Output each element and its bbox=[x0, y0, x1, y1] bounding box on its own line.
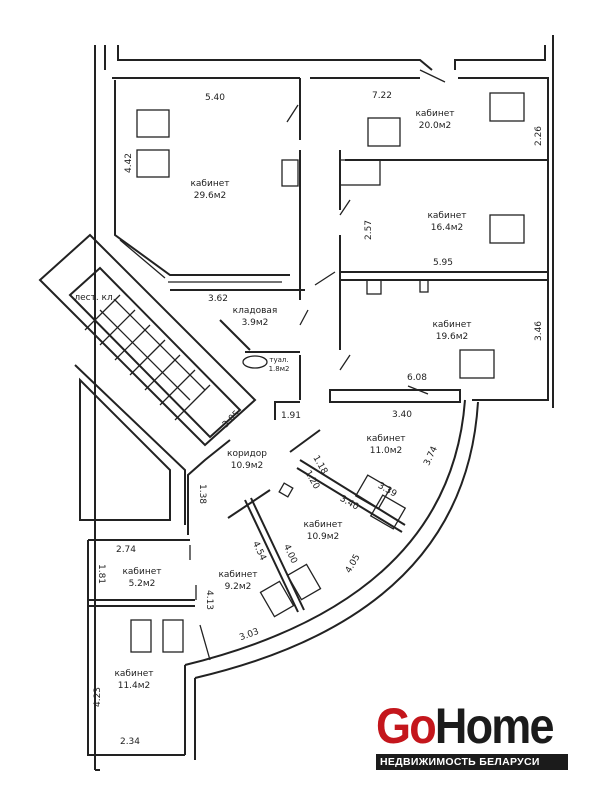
room-labels: кабинет 29.6м2 кабинет 20.0м2 кабинет 16… bbox=[74, 109, 471, 691]
room-area: 20.0м2 bbox=[419, 121, 452, 131]
dimension: 4.23 bbox=[93, 687, 103, 707]
room-area: 10.9м2 bbox=[231, 461, 264, 471]
room-area: 1.8м2 bbox=[269, 365, 290, 373]
dimension: 4.05 bbox=[344, 553, 363, 575]
dimension: 3.74 bbox=[422, 445, 440, 468]
dimension: 1.38 bbox=[197, 484, 207, 504]
room-area: 11.4м2 bbox=[118, 681, 151, 691]
room-name: кабинет bbox=[427, 211, 466, 221]
room-area: 16.4м2 bbox=[431, 223, 464, 233]
dimension: 2.34 bbox=[120, 737, 140, 747]
dimension: 3.03 bbox=[238, 627, 260, 643]
logo-wordmark: GoHome bbox=[376, 698, 555, 754]
room-area: 9.2м2 bbox=[225, 582, 252, 592]
dimension: 6.08 bbox=[407, 373, 427, 383]
dimension: 1.81 bbox=[96, 564, 106, 584]
dimension: 5.40 bbox=[205, 93, 225, 103]
room-name: кабинет bbox=[218, 570, 257, 580]
room-name: кабинет bbox=[432, 320, 471, 330]
room-name: кабинет bbox=[114, 669, 153, 679]
dimension: 1.91 bbox=[281, 411, 301, 421]
walls bbox=[38, 35, 554, 771]
dimension: 7.22 bbox=[372, 91, 392, 101]
room-name: кабинет bbox=[415, 109, 454, 119]
dimension: 5.95 bbox=[433, 258, 453, 268]
room-area: 5.2м2 bbox=[129, 579, 156, 589]
dimension: 4.13 bbox=[204, 590, 214, 610]
dimension: 3.62 bbox=[208, 294, 228, 304]
room-name: кабинет bbox=[122, 567, 161, 577]
dimension: 2.26 bbox=[534, 126, 544, 146]
dimension: 2.57 bbox=[364, 220, 374, 240]
gohome-logo: GoHome НЕДВИЖИМОСТЬ БЕЛАРУСИ bbox=[376, 700, 568, 770]
staircase bbox=[38, 233, 257, 447]
room-name: кабинет bbox=[303, 520, 342, 530]
dimension: 3.40 bbox=[392, 410, 412, 420]
room-name: кабинет bbox=[366, 434, 405, 444]
room-name: коридор bbox=[227, 449, 267, 459]
dimension: 3.46 bbox=[534, 321, 544, 341]
room-area: 29.6м2 bbox=[194, 191, 227, 201]
dimension: 4.42 bbox=[124, 153, 134, 173]
room-area: 3.9м2 bbox=[242, 318, 269, 328]
logo-go: Go bbox=[376, 698, 437, 754]
room-name: кладовая bbox=[233, 306, 278, 316]
dimension: 2.74 bbox=[116, 545, 136, 555]
room-area: 10.9м2 bbox=[307, 532, 340, 542]
logo-home: Home bbox=[434, 698, 555, 754]
room-area: 11.0м2 bbox=[370, 446, 403, 456]
room-area: 19.6м2 bbox=[436, 332, 469, 342]
room-name: лест. кл. bbox=[74, 293, 115, 303]
dimension: 4.00 bbox=[281, 543, 299, 566]
room-name: туал. bbox=[269, 356, 288, 364]
room-name: кабинет bbox=[190, 179, 229, 189]
logo-tagline: НЕДВИЖИМОСТЬ БЕЛАРУСИ bbox=[376, 754, 568, 770]
